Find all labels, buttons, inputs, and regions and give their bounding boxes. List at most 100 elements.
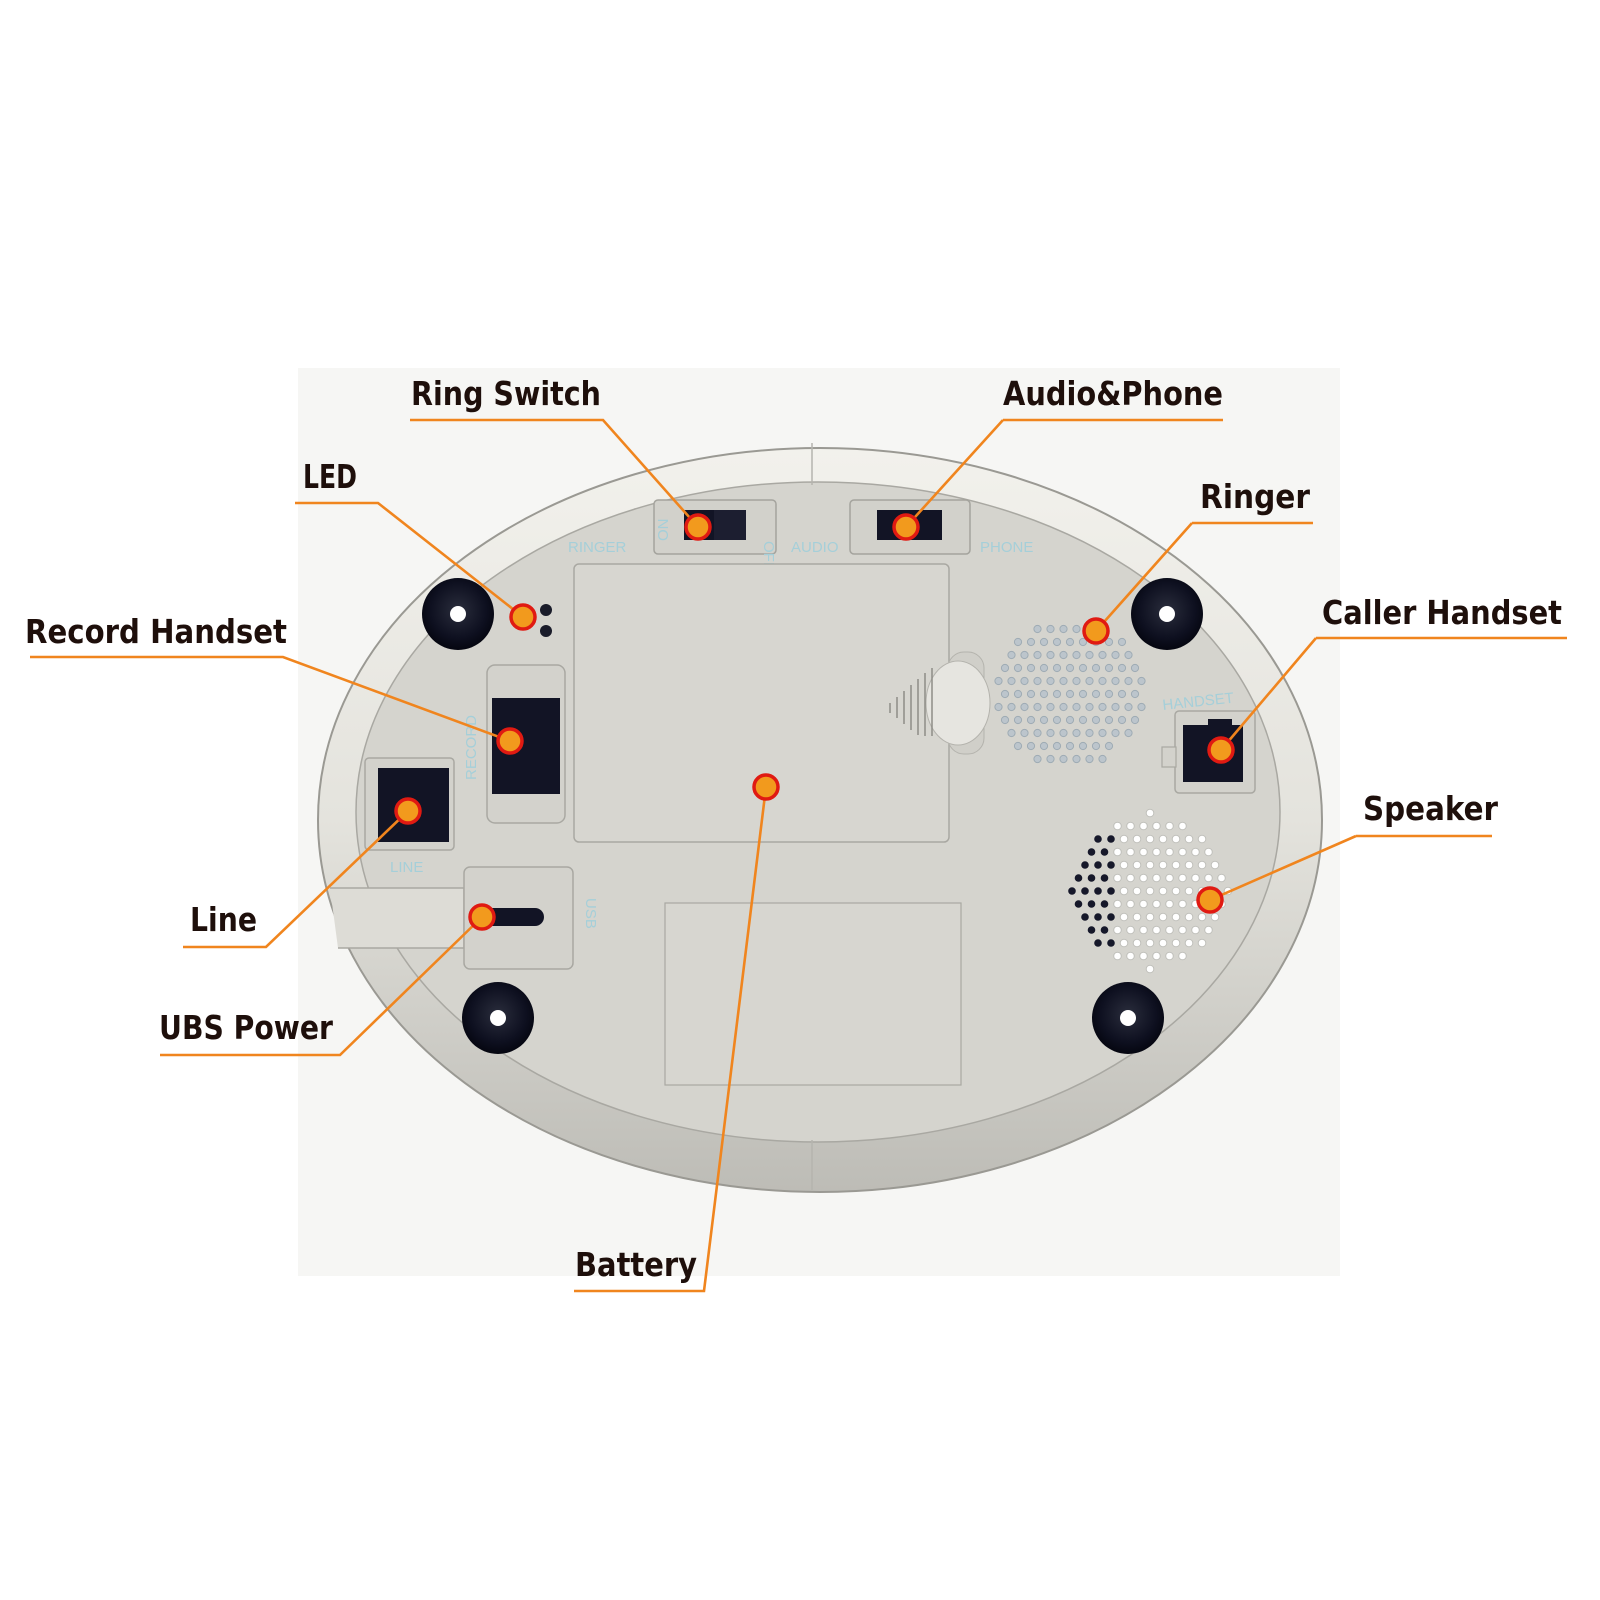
grille-hole [1078,715,1088,725]
grille-hole [1000,715,1010,725]
grille-hole [1178,951,1187,961]
marker-battery [752,773,780,801]
grille-hole [1065,741,1075,751]
grille-hole [1152,873,1161,883]
panel-label-line: LINE [390,859,423,876]
grille-hole [1100,926,1109,934]
grille-hole [1111,676,1120,686]
grille-hole [1117,663,1127,673]
grille-hole [1132,886,1142,896]
grille-hole [1104,715,1114,725]
foot-bottom-right [1092,982,1164,1054]
label-caller-handset: Caller Handset [1322,593,1562,632]
leader-ringer [1095,521,1313,632]
grille-hole [1165,951,1174,961]
grille-hole [1184,834,1194,844]
grille-hole [1087,900,1096,908]
grille-hole [1113,925,1122,935]
grille-hole [1091,689,1101,699]
leader-led [295,501,524,619]
grille-hole [1072,676,1081,686]
grille-hole [1078,637,1088,647]
grille-hole [1046,728,1055,738]
grille-hole [1091,741,1101,751]
speaker-grille [1068,808,1233,974]
grille-hole [1007,702,1016,712]
grille-hole [1197,938,1207,948]
grille-hole [1046,676,1055,686]
grille-hole [1126,951,1135,961]
grille-hole [1145,886,1155,896]
grille-hole [1204,925,1213,935]
grille-hole [1152,847,1161,857]
grille-hole [1020,650,1029,660]
grille-hole [1081,861,1089,869]
grille-hole [1137,702,1146,712]
grille-hole [1117,689,1127,699]
grille-hole [1165,899,1174,909]
grille-hole [1039,715,1049,725]
battery-compartment[interactable] [573,563,991,843]
grille-hole [1113,821,1122,831]
grille-hole [1119,938,1129,948]
grille-hole [1085,728,1094,738]
grille-hole [1113,951,1122,961]
grille-hole [1039,689,1049,699]
marker-ringer [1082,617,1110,645]
grille-hole [1111,650,1120,660]
grille-hole [1126,821,1135,831]
marker-led [509,603,537,631]
grille-hole [1126,847,1135,857]
grille-hole [1119,886,1129,896]
ringer-switch[interactable] [653,499,777,555]
grille-hole [1046,650,1055,660]
grille-hole [994,702,1003,712]
grille-hole [1124,702,1133,712]
grille-hole [1107,861,1115,869]
grille-hole [1013,689,1023,699]
grille-hole [1178,873,1187,883]
grille-hole [1052,741,1062,751]
callout-labels: Ring Switch Audio&Phone LED Ringer Recor… [25,374,1562,1284]
grille-hole [1020,676,1029,686]
grille-hole [1171,860,1181,870]
grille-hole [1085,650,1094,660]
grille-hole [1111,728,1120,738]
grille-hole [1132,938,1142,948]
usb-port[interactable] [463,866,574,970]
grille-hole [1074,900,1083,908]
label-battery: Battery [575,1245,697,1284]
label-led: LED [303,457,357,496]
ringer-grille [994,624,1146,764]
battery-grip-ridges [889,668,933,736]
grille-hole [1107,835,1115,843]
grille-hole [1039,663,1049,673]
grille-hole [1117,715,1127,725]
grille-hole [1178,821,1187,831]
grille-hole [1100,874,1109,882]
grille-hole [1204,847,1213,857]
grille-hole [1072,728,1081,738]
grille-hole [1165,873,1174,883]
grille-hole [1178,925,1187,935]
record-jack[interactable] [486,664,566,824]
grille-hole [1197,912,1207,922]
grille-hole [1007,676,1016,686]
grille-hole [1137,676,1146,686]
grille-hole [1098,754,1107,764]
grille-hole [1072,650,1081,660]
panel-label-usb: USB [582,898,599,929]
grille-hole [1033,676,1042,686]
grille-hole [1178,847,1187,857]
grille-hole [1078,689,1088,699]
grille-hole [1139,821,1148,831]
grille-hole [1139,847,1148,857]
grille-hole [1059,676,1068,686]
grille-hole [1072,702,1081,712]
lower-panel [664,902,962,1086]
grille-hole [1000,689,1010,699]
grille-hole [1078,663,1088,673]
grille-hole [1072,624,1081,634]
marker-line [394,797,422,825]
grille-hole [1059,624,1068,634]
